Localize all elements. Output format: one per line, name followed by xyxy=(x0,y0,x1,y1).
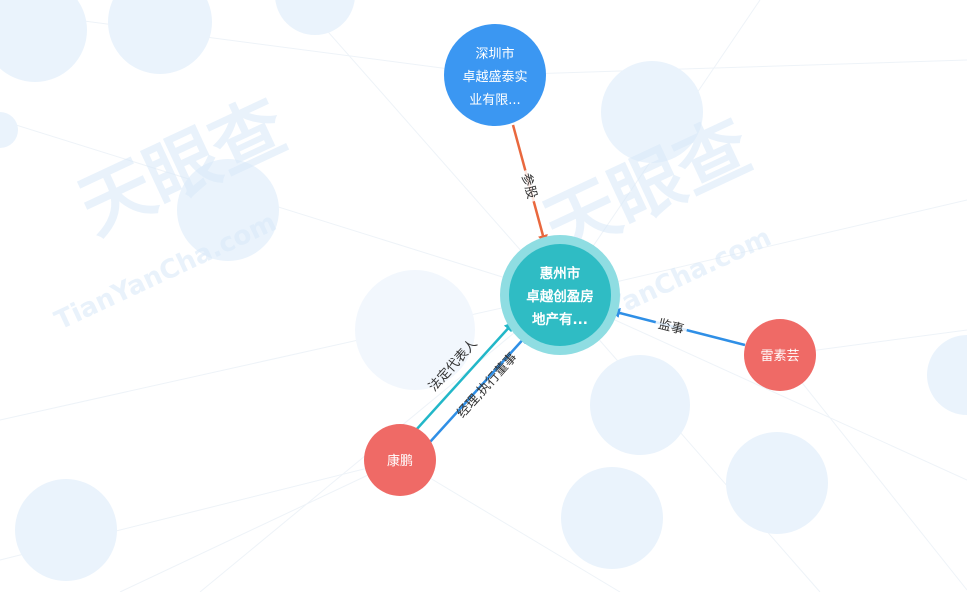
edge-share-label: 参股 xyxy=(518,171,540,200)
node-person-kangpeng[interactable]: 康鹏 xyxy=(364,424,436,496)
node-parent-company[interactable]: 深圳市 卓越盛泰实 业有限... xyxy=(444,24,546,126)
node-kangpeng-label: 康鹏 xyxy=(387,453,413,469)
watermark-url-left: TianYanCha.com xyxy=(50,207,281,336)
edge-manager[interactable] xyxy=(429,333,529,443)
node-person-leisuyun[interactable]: 雷素芸 xyxy=(744,319,816,391)
node-center-line-1: 惠州市 xyxy=(540,265,581,282)
node-parent-line-3: 业有限... xyxy=(469,93,520,108)
node-leisuyun-label: 雷素芸 xyxy=(760,348,799,364)
node-parent-line-2: 卓越盛泰实 xyxy=(462,70,527,85)
node-center-line-3: 地产有... xyxy=(532,311,588,328)
edge-legal-rep[interactable] xyxy=(415,321,515,431)
node-parent-line-1: 深圳市 xyxy=(475,46,514,62)
node-center-company[interactable]: 惠州市 卓越创盈房 地产有... xyxy=(500,235,620,355)
edge-supervisor-label: 监事 xyxy=(656,317,685,338)
node-center-line-2: 卓越创盈房 xyxy=(526,288,594,305)
